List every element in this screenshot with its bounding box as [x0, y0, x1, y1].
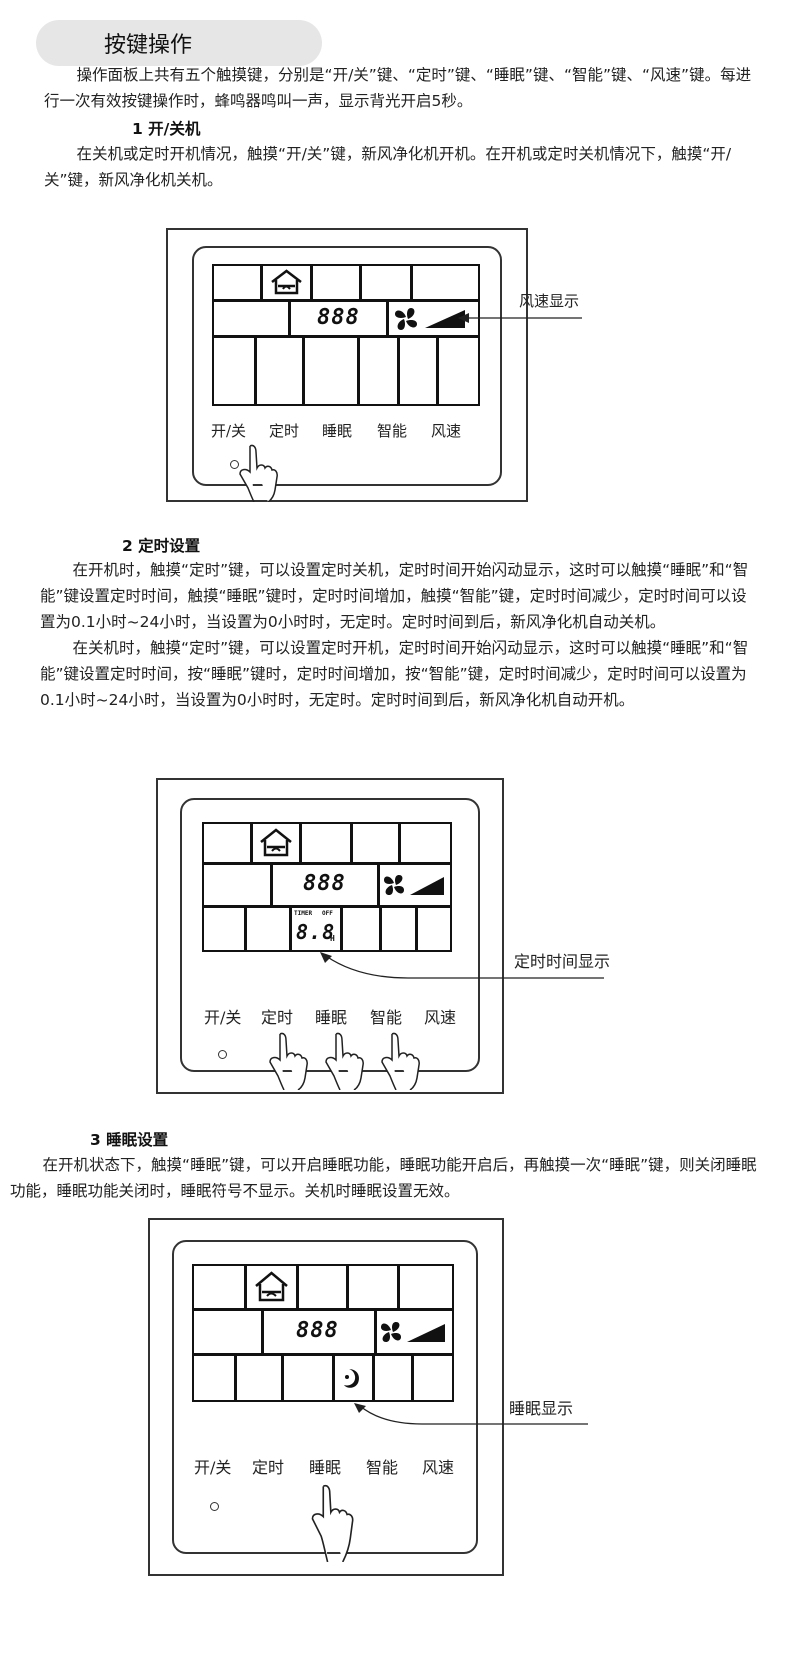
digits-readout: 888 [317, 305, 360, 330]
speed-bars-icon [410, 877, 444, 895]
digits-readout: 888 [303, 871, 346, 896]
section-heading-power: 1 开/关机 [132, 120, 201, 138]
key-fan-speed[interactable]: 风速 [424, 1008, 457, 1027]
lcd-display: 888 [192, 1264, 454, 1402]
speed-bars-icon [407, 1324, 445, 1342]
sleep-moon-icon [344, 1369, 359, 1388]
arrow-icon [354, 1403, 588, 1425]
intro-paragraph: 操作面板上共有五个触摸键，分别是“开/关”键、“定时”键、“睡眠”键、“智能”键… [44, 62, 760, 114]
section-timer-text-2: 在关机时，触摸“定时”键，可以设置定时开机，定时时间开始闪动显示，这时可以触摸“… [40, 639, 749, 709]
key-power[interactable]: 开/关 [204, 1008, 242, 1027]
panel-bezel [180, 798, 480, 1072]
house-fan-icon [253, 824, 299, 862]
control-panel-diagram-2: 888 TIMER OFF 8.8 H 开/关 定时 [156, 778, 504, 1094]
key-smart[interactable]: 智能 [366, 1458, 399, 1477]
lcd-display: 888 TIMER OFF 8.8 H [202, 822, 452, 952]
fan-speed-display [380, 865, 450, 905]
page-title: 按键操作 [104, 33, 193, 58]
callout-fan-speed: 风速显示 [519, 292, 580, 310]
section-power-text: 在关机或定时开机情况，触摸“开/关”键，新风净化机开机。在开机或定时关机情况下，… [44, 145, 732, 189]
timer-unit: H [330, 934, 335, 943]
finger-press-icon [311, 1484, 354, 1562]
control-panel-diagram-1: 888 开/关 定时 睡眠 智能 风速 [166, 228, 528, 502]
finger-press-icon [269, 1032, 308, 1090]
touch-key-row: 开/关 定时 睡眠 智能 风速 [158, 1004, 502, 1027]
digit-display: 888 [291, 302, 386, 335]
key-timer[interactable]: 定时 [252, 1458, 285, 1477]
key-sleep[interactable]: 睡眠 [322, 422, 353, 440]
callout-sleep: 睡眠显示 [509, 1399, 574, 1418]
section-sleep-text: 在开机状态下，触摸“睡眠”键，可以开启睡眠功能，睡眠功能开启后，再触摸一次“睡眠… [10, 1156, 757, 1200]
lcd-display: 888 [212, 264, 480, 406]
control-panel-diagram-3: 888 开/关 定时 睡眠 [148, 1218, 504, 1576]
indicator-led-icon [218, 1050, 227, 1059]
timer-digits: 8.8 [296, 920, 336, 944]
section-heading-sleep: 3 睡眠设置 [90, 1131, 169, 1149]
touch-key-row: 开/关 定时 睡眠 智能 风速 [150, 1454, 502, 1477]
fan-icon [384, 875, 444, 895]
section-sleep-body: 在开机状态下，触摸“睡眠”键，可以开启睡眠功能，睡眠功能开启后，再触摸一次“睡眠… [10, 1152, 762, 1204]
timer-label: TIMER [294, 910, 313, 917]
section-timer-text-1: 在开机时，触摸“定时”键，可以设置定时关机，定时时间开始闪动显示，这时可以触摸“… [40, 561, 749, 631]
speed-bars-icon [425, 310, 465, 328]
arrow-icon [320, 952, 604, 979]
key-fan-speed[interactable]: 风速 [431, 422, 462, 440]
key-sleep[interactable]: 睡眠 [315, 1008, 348, 1027]
house-fan-icon [263, 266, 310, 299]
section-heading-timer: 2 定时设置 [122, 537, 201, 555]
fan-speed-display [389, 302, 478, 335]
digit-display: 888 [273, 865, 377, 905]
fan-speed-display [377, 1311, 452, 1353]
finger-press-icon [239, 444, 278, 502]
intro-text: 操作面板上共有五个触摸键，分别是“开/关”键、“定时”键、“睡眠”键、“智能”键… [44, 66, 752, 110]
touch-key-row: 开/关 定时 睡眠 智能 风速 [168, 420, 526, 440]
key-smart[interactable]: 智能 [377, 422, 408, 440]
section-timer-body: 在开机时，触摸“定时”键，可以设置定时关机，定时时间开始闪动显示，这时可以触摸“… [40, 557, 762, 713]
fan-icon [381, 1322, 445, 1342]
callout-timer-time: 定时时间显示 [514, 952, 611, 971]
key-smart[interactable]: 智能 [370, 1008, 403, 1027]
indicator-led-icon [230, 460, 239, 469]
timer-off-label: OFF [322, 910, 333, 917]
digit-display: 888 [264, 1311, 374, 1353]
key-timer[interactable]: 定时 [261, 1008, 294, 1027]
panel-bezel [192, 246, 502, 486]
key-timer[interactable]: 定时 [269, 422, 300, 440]
key-power[interactable]: 开/关 [211, 422, 247, 440]
section-power-body: 在关机或定时开机情况，触摸“开/关”键，新风净化机开机。在开机或定时关机情况下，… [44, 141, 760, 193]
key-fan-speed[interactable]: 风速 [422, 1458, 455, 1477]
section-header-pill [36, 20, 322, 66]
key-sleep[interactable]: 睡眠 [309, 1458, 342, 1477]
sleep-indicator [335, 1356, 372, 1400]
key-power[interactable]: 开/关 [194, 1458, 232, 1477]
finger-press-icon [325, 1032, 364, 1090]
finger-press-icon [381, 1032, 420, 1090]
digits-readout: 888 [296, 1318, 339, 1343]
indicator-led-icon [210, 1502, 219, 1511]
timer-display: TIMER OFF 8.8 H [292, 908, 340, 950]
arrow-icon [458, 313, 582, 323]
house-fan-icon [247, 1266, 296, 1308]
fan-icon [395, 308, 465, 330]
